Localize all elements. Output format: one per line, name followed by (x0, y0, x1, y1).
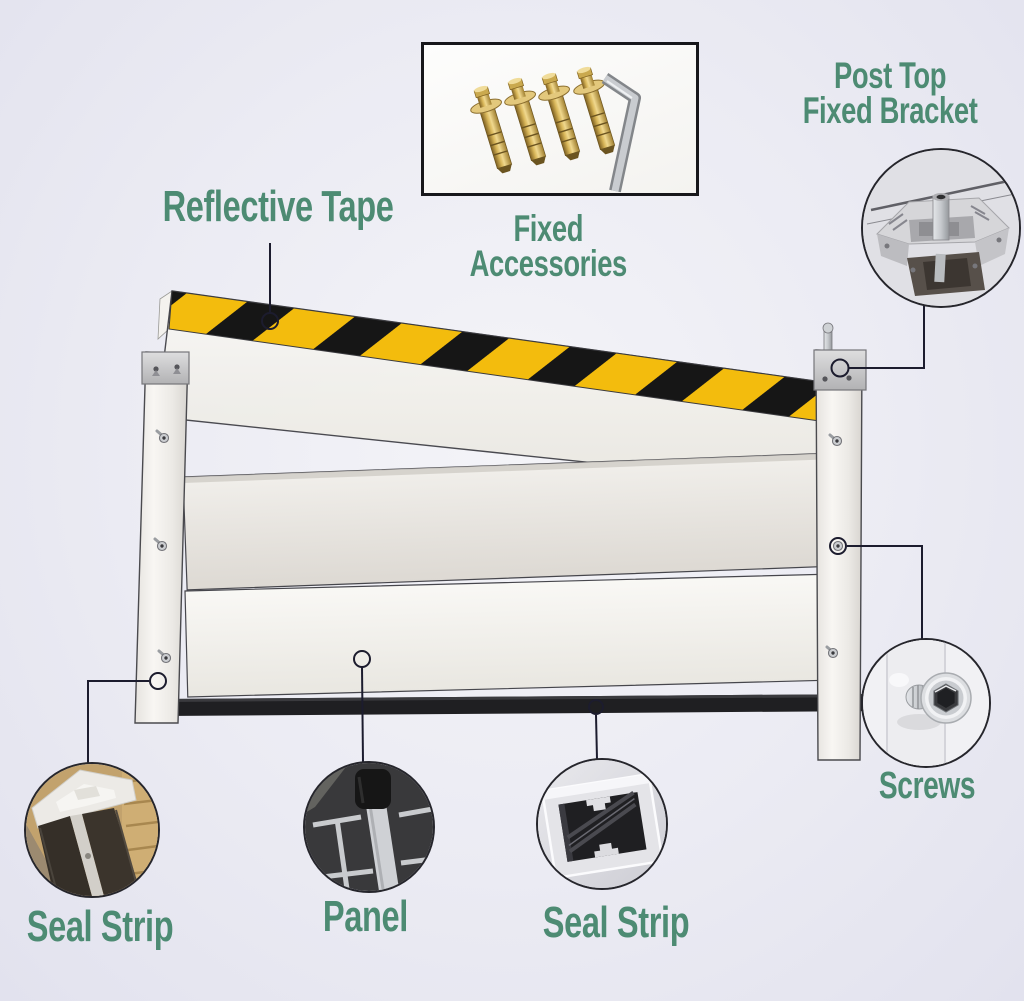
callout-marker-reflective-tape (261, 312, 279, 330)
bottom-seal-strip (162, 694, 868, 716)
reflective-tape-label: Reflective Tape (162, 182, 394, 231)
seal-strip-right-photo-inset (536, 758, 668, 890)
middle-panel (182, 452, 845, 591)
callout-line-screws (847, 545, 923, 640)
callout-line-panel (361, 666, 364, 763)
bottom-panel (184, 573, 844, 698)
screws-label: Screws (878, 765, 976, 807)
seal-strip-left-photo-inset (24, 762, 160, 898)
post-top-fixed-bracket-photo-inset (861, 148, 1021, 308)
anchor-bolts-and-hex-key-photo (470, 66, 641, 193)
callout-marker-screws (829, 537, 847, 555)
right-post (815, 349, 863, 761)
post-top-fixed-bracket-label: Post Top Fixed Bracket (802, 55, 978, 132)
panel-label: Panel (322, 892, 408, 941)
callout-line-seal-strip-right (595, 714, 598, 760)
right-post-bracket (813, 322, 867, 391)
callout-marker-seal-strip-left (149, 672, 167, 690)
left-post-bracket (141, 351, 190, 385)
post-screws (153, 429, 844, 664)
expansion-bolts (470, 66, 616, 174)
fixed-accessories-photo-box (421, 42, 699, 196)
callout-line-post-top-bracket (849, 305, 925, 369)
hex-allen-key (601, 73, 641, 193)
callout-marker-panel (353, 650, 371, 668)
callout-marker-seal-strip-right (588, 699, 604, 715)
panel-photo-inset (303, 761, 435, 893)
seal-strip-left-label: Seal Strip (26, 902, 174, 951)
callout-marker-post-top-bracket (830, 358, 850, 378)
callout-lines (87, 243, 925, 763)
screws-photo-inset (861, 638, 991, 768)
seal-strip-right-label: Seal Strip (542, 898, 690, 947)
callout-line-seal-strip-left (87, 680, 149, 763)
fixed-accessories-label: Fixed Accessories (469, 208, 627, 285)
left-post (134, 351, 189, 724)
